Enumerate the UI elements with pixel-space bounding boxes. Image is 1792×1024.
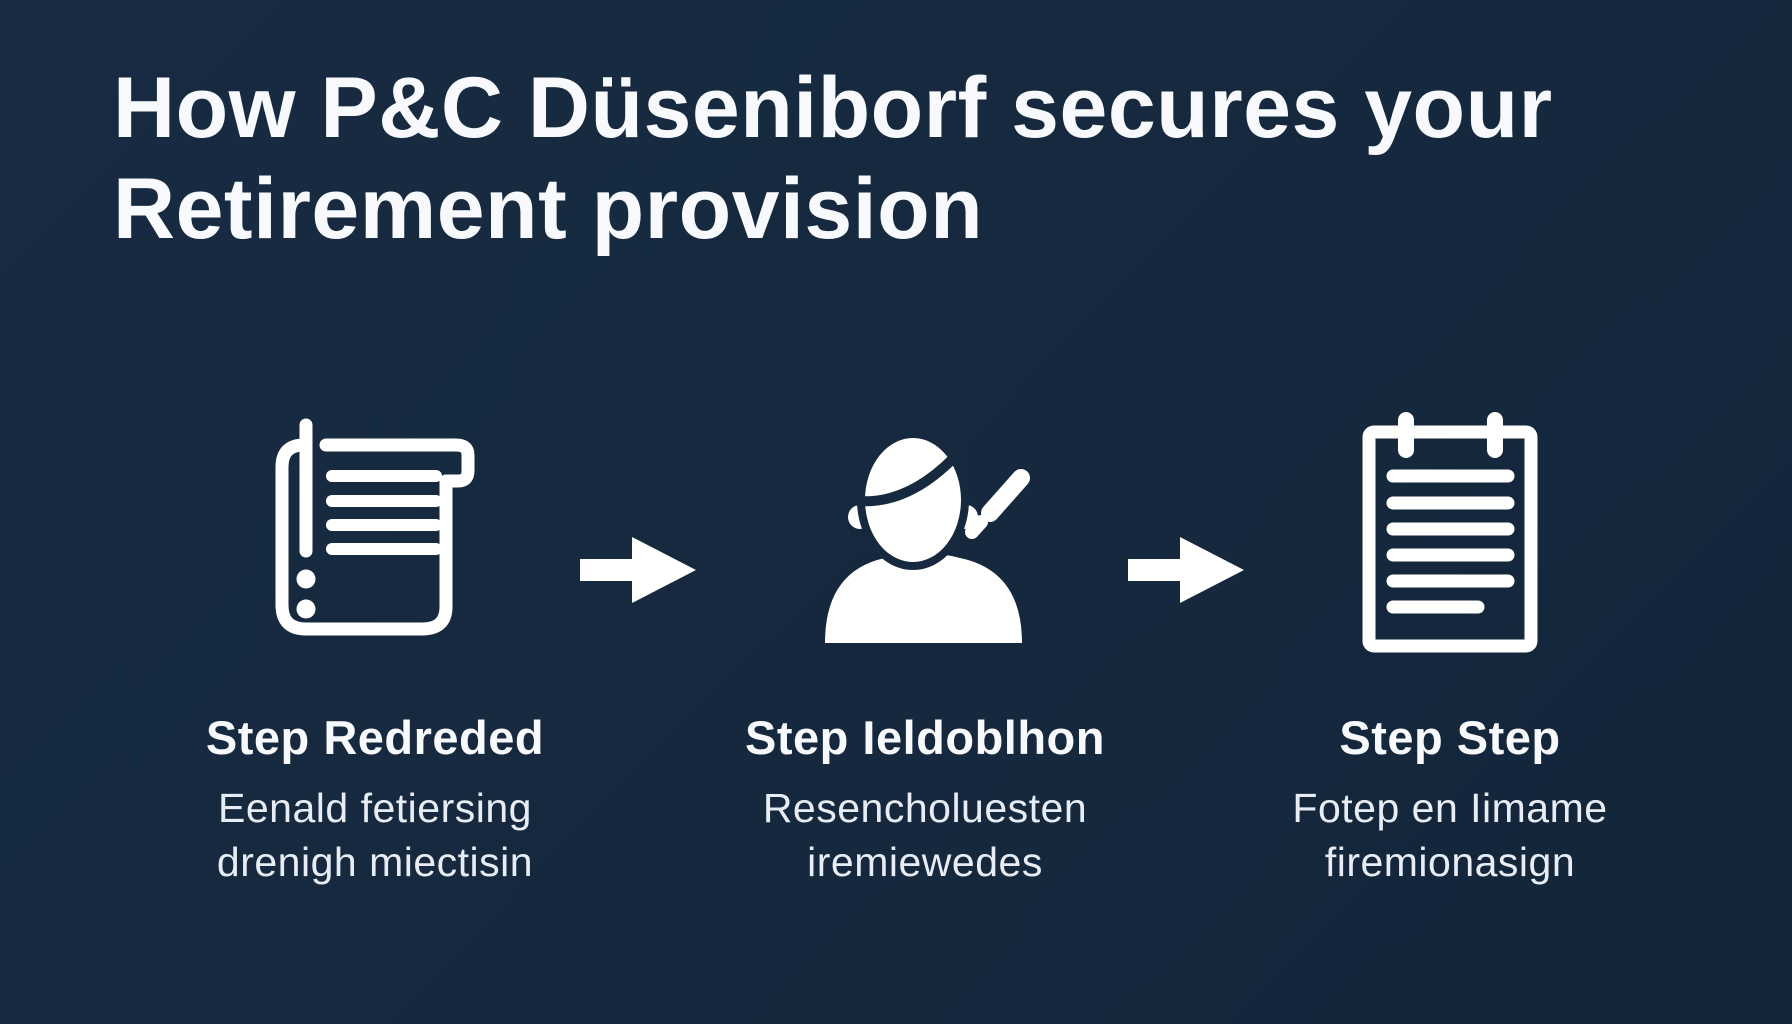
page-title: How P&C Düseniborf secures your Retireme… (113, 58, 1553, 261)
step-1-description: Eenald fetiersing drenigh miectisin (217, 781, 533, 889)
step-2-icon-wrap (810, 398, 1040, 666)
step-3-icon-wrap (1360, 398, 1540, 666)
person-writing-icon (825, 430, 1030, 643)
right-arrow-icon (580, 537, 696, 603)
step-1-desc-line1: Eenald fetiersing (218, 785, 532, 831)
clipboard-notes-icon (1362, 411, 1538, 652)
step-2-description: Resencholuesten iremiewedes (763, 781, 1087, 889)
document-list-icon (275, 418, 475, 636)
step-2-desc-line2: iremiewedes (807, 839, 1043, 886)
page-title-line2: Retirement provision (113, 161, 984, 258)
step-3-desc-line1: Fotep en Iimame (1292, 785, 1608, 831)
page-title-line1: How P&C Düseniborf secures your (113, 60, 1553, 156)
step-1-icon-wrap (270, 398, 480, 666)
step-1-title: Step Redreded (205, 711, 545, 764)
step-3-column: Step Step Fotep en Iimame firemionasign (1200, 398, 1700, 889)
step-2-desc-line1: Resencholuesten (762, 785, 1088, 831)
step-1-desc-line2: drenigh miectisin (216, 839, 534, 886)
step-2-column: Step Ieldoblhon Resencholuesten iremiewe… (675, 398, 1175, 889)
step-3-desc-line2: firemionasign (1324, 839, 1576, 886)
step-3-description: Fotep en Iimame firemionasign (1292, 781, 1607, 889)
step-2-title: Step Ieldoblhon (745, 711, 1105, 764)
right-arrow-icon (1128, 537, 1244, 603)
step-3-title: Step Step (1339, 711, 1561, 764)
step-1-column: Step Redreded Eenald fetiersing drenigh … (125, 398, 625, 889)
